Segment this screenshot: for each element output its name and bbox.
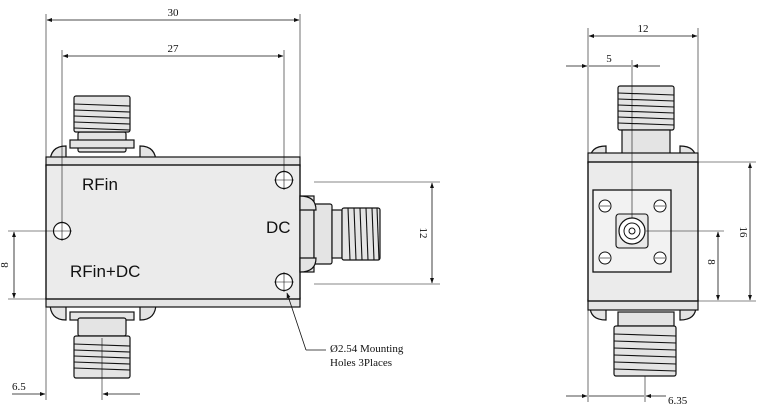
dim-overall-length: 30 [168,7,180,19]
side-view: 12 5 16 8 6.35 [566,23,756,407]
side-bottom-connector [589,305,697,377]
bottom-sma-connector [49,302,157,379]
label-dc: DC [266,218,291,237]
mounting-hole-bottom-right [274,272,294,292]
dim-side-connector-offset: 8 [705,259,717,265]
dim-left-hole-offset: 8 [0,262,11,268]
mounting-hole-top-right [274,170,294,190]
label-rf-in-dc: RFin+DC [70,262,140,281]
side-top-connector [589,85,697,161]
mounting-hole-left [52,221,72,241]
dim-dc-connector-height: 12 [417,228,429,239]
dim-bottom-offset: 6.5 [12,381,26,393]
dim-hole-spacing: 27 [168,43,180,55]
dim-side-width: 12 [638,23,649,35]
dc-sma-connector [299,195,381,273]
dim-side-bottom-offset: 6.35 [668,395,688,407]
note-mounting-holes-line1: Ø2.54 Mounting [330,343,404,355]
top-sma-connector [49,95,157,164]
dim-side-center-offset: 5 [606,53,612,65]
note-mounting-holes-line2: Holes 3Places [330,357,392,369]
front-view: RFin DC RFin+DC 30 27 12 8 6.5 Ø2.54 Mou… [0,7,440,400]
label-rf-in: RFin [82,175,118,194]
dim-side-height: 16 [737,227,749,239]
